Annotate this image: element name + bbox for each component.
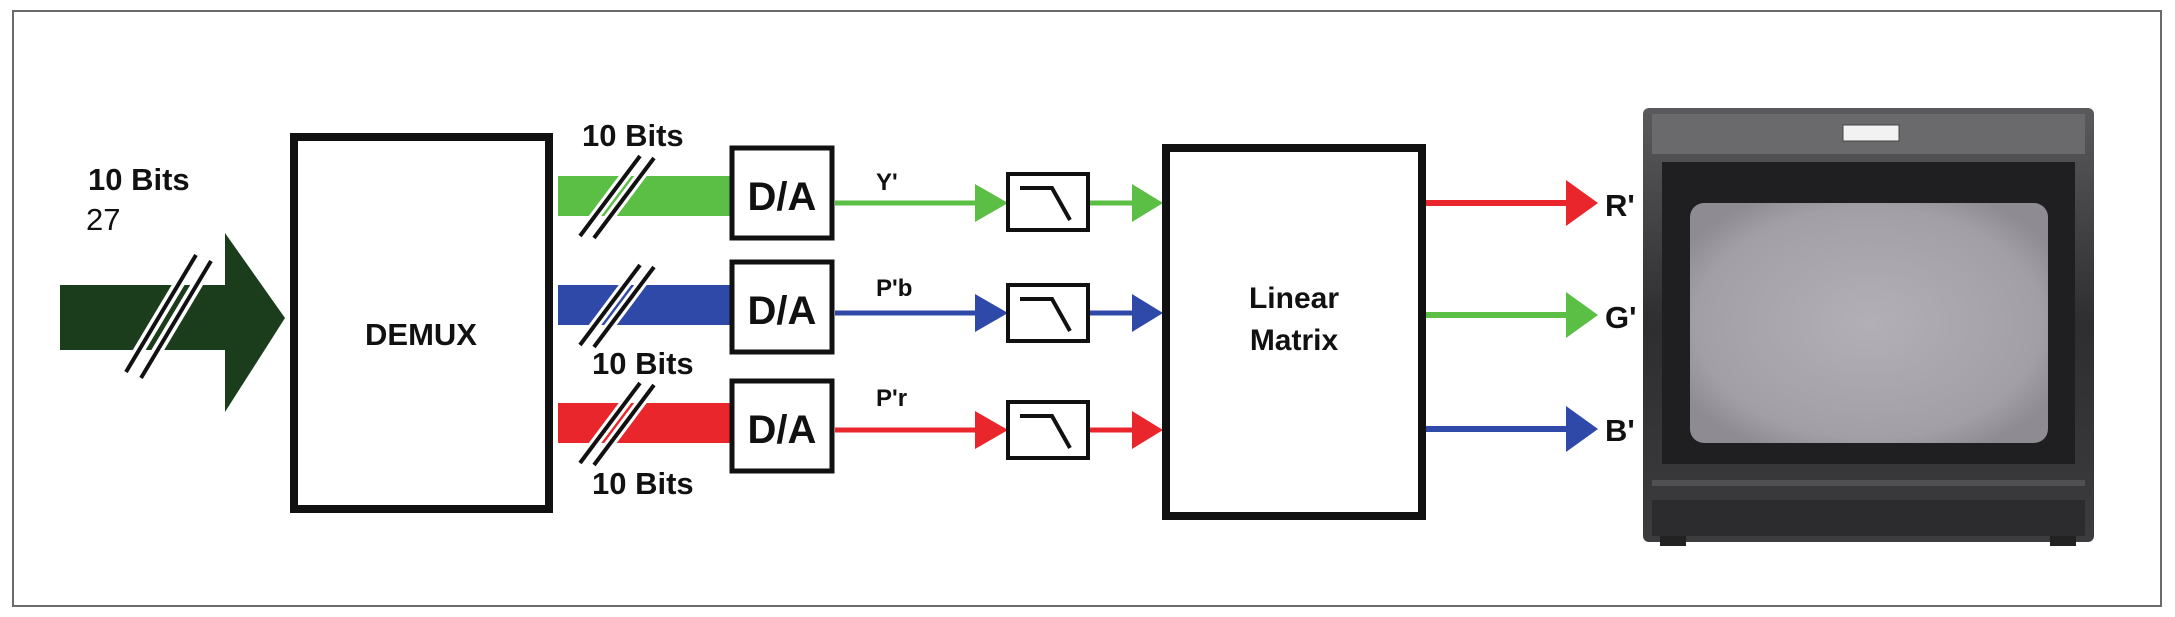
r-output-label: R' — [1605, 188, 1635, 223]
figure-frame — [12, 10, 2162, 607]
pb-signal-arrowhead — [975, 294, 1008, 332]
bus-slash-marks — [576, 153, 658, 468]
b-output-arrowhead — [1566, 406, 1598, 452]
monitor-screen — [1690, 203, 2048, 443]
y-signal-label: Y' — [876, 169, 898, 196]
linear-matrix-block — [1162, 144, 1426, 520]
g-output-arrowhead — [1566, 292, 1598, 338]
y-da-converter: D/A — [729, 145, 835, 241]
pb-da-label: D/A — [748, 289, 817, 333]
pr-bus-bar — [558, 403, 733, 443]
video-monitor — [1643, 108, 2094, 546]
y-signal-arrowhead — [975, 184, 1008, 222]
pb-bus-bar — [558, 285, 733, 325]
r-output-arrowhead — [1566, 180, 1598, 226]
demux-block — [290, 133, 553, 513]
g-output-label: G' — [1605, 300, 1636, 335]
pr-filtered-arrowhead — [1132, 411, 1163, 449]
pb-filtered-arrowhead — [1132, 294, 1163, 332]
pr-lowpass-filter — [1006, 400, 1090, 460]
b-output-label: B' — [1605, 413, 1635, 448]
y-da-label: D/A — [748, 175, 817, 219]
y-lowpass-filter — [1006, 172, 1090, 232]
matrix-label-line2: Matrix — [1250, 324, 1339, 357]
input-rate-label: 27 — [86, 202, 120, 237]
matrix-label-line1: Linear — [1249, 282, 1339, 315]
input-bits-label: 10 Bits — [88, 162, 190, 197]
pr-bits-label: 10 Bits — [592, 466, 694, 501]
y-bus-bar — [558, 176, 733, 216]
demux-label: DEMUX — [365, 317, 477, 352]
pr-da-converter: D/A — [729, 378, 835, 474]
pb-lowpass-filter — [1006, 283, 1090, 343]
pr-signal-arrowhead — [975, 411, 1008, 449]
pr-da-label: D/A — [748, 408, 817, 452]
y-bits-label: 10 Bits — [582, 118, 684, 153]
pb-bits-label: 10 Bits — [592, 346, 694, 381]
y-filtered-arrowhead — [1132, 184, 1163, 222]
pb-signal-label: P'b — [876, 275, 912, 302]
monitor-badge — [1842, 124, 1900, 142]
input-arrow — [60, 233, 285, 412]
pb-da-converter: D/A — [729, 259, 835, 355]
pr-signal-label: P'r — [876, 385, 907, 412]
